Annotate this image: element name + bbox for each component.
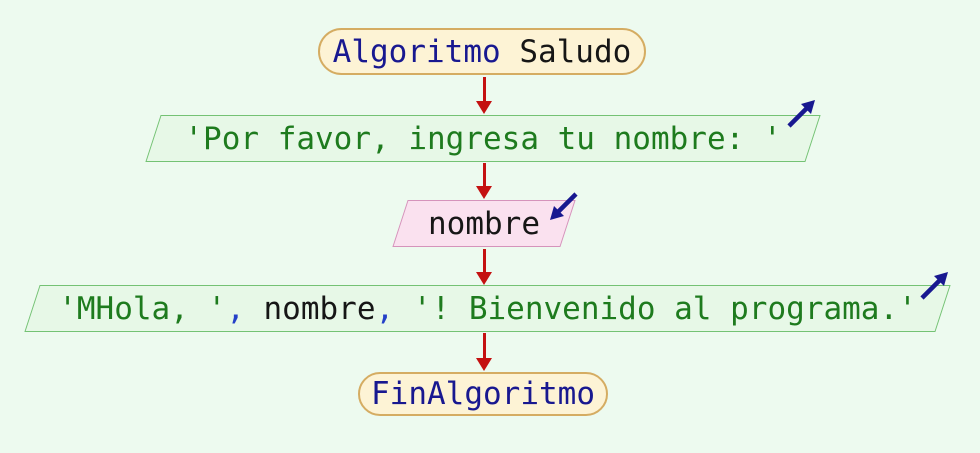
input-node[interactable]: nombre [392,200,576,247]
flow-arrow [476,163,492,199]
start-keyword: Algoritmo [332,33,501,70]
flow-arrow [476,249,492,285]
end-node[interactable]: FinAlgoritmo [358,372,608,416]
flow-arrow-shaft [482,163,486,187]
variable-token: nombre [244,290,376,327]
flow-arrow-shaft [482,249,486,273]
output-text: 'Por favor, ingresa tu nombre: ' [184,120,782,157]
output-expression: 'MHola, ', nombre, '! Bienvenido al prog… [32,285,943,332]
flow-arrow [476,77,492,114]
flow-arrowhead-icon [476,186,492,199]
string-literal: 'MHola, ' [58,290,227,327]
algorithm-name: Saludo [500,33,632,70]
flow-arrowhead-icon [476,358,492,371]
flow-arrow-shaft [482,77,486,102]
string-literal: '! Bienvenido al programa.' [394,290,917,327]
end-keyword: FinAlgoritmo [371,376,595,412]
output-arrow-icon [787,100,815,128]
output-arrow-icon [920,272,948,300]
output-node-2[interactable]: 'MHola, ', nombre, '! Bienvenido al prog… [24,285,951,332]
input-arrow-icon [550,192,578,220]
flow-arrowhead-icon [476,272,492,285]
comma-token: , [375,290,395,327]
start-node[interactable]: Algoritmo Saludo [318,28,646,75]
input-variable: nombre [428,205,540,242]
comma-token: , [226,290,245,327]
output-node-1[interactable]: 'Por favor, ingresa tu nombre: ' [145,115,821,162]
flow-arrowhead-icon [476,101,492,114]
flow-arrow [476,333,492,371]
flow-arrow-shaft [482,333,486,359]
